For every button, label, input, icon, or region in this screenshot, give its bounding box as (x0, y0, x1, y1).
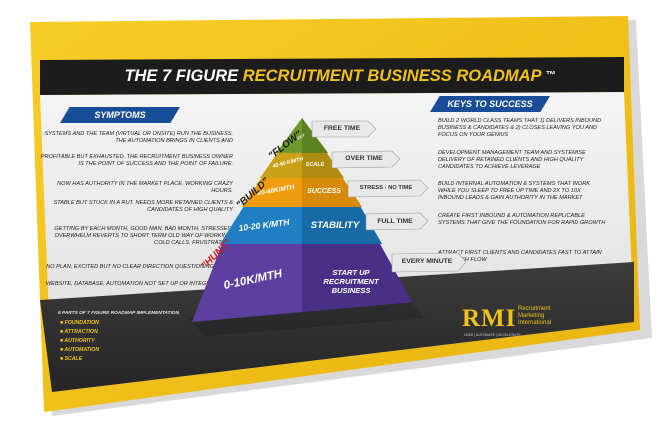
logo-line-3: International (518, 320, 552, 326)
time-label-full: FULL TIME (377, 218, 413, 225)
trademark-mark: ™ (545, 70, 556, 81)
implementation-authority: AUTHORITY (64, 338, 95, 344)
time-arrow-5 (391, 252, 467, 273)
logo-line-1: Recruitment (518, 306, 551, 312)
tier-startup-stage: START UP RECRUITMENT BUSINESS (323, 268, 379, 295)
tier-stability-side (302, 206, 382, 244)
title-prefix: THE 7 FIGURE (124, 67, 239, 85)
time-label-over: OVER TIME (345, 155, 383, 162)
key-3: BUILD INTERNAL AUTOMATION & SYSTEMS THAT… (438, 181, 590, 201)
time-arrow-3 (347, 179, 429, 198)
symptom-1: SYSTEMS AND THE TEAM (VIRTUAL OR ONSITE)… (44, 131, 233, 144)
rmi-logo: RMI Recruitment Marketing International … (462, 305, 582, 337)
implementation-foundation: FOUNDATION (64, 320, 99, 326)
time-label-stress: STRESS - NO TIME (359, 185, 413, 191)
symptom-5: GETTING BY EACH MONTH, GOOD MAN, BAD MON… (54, 226, 233, 246)
logo-words: Recruitment Marketing International (518, 306, 551, 327)
symptom-3: NOW HAS AUTHORITY IN THE MARKET PLACE. W… (57, 181, 233, 194)
implementation-scale: SCALE (64, 356, 83, 362)
keys-tag: KEYS TO SUCCESS (430, 96, 550, 112)
time-label-free: FREE TIME (323, 125, 361, 132)
implementation-attraction: ATTRACTION (64, 329, 98, 335)
implementation-item: ■ AUTHORITY (60, 338, 95, 344)
logo-tagline: LEAD | AUTOMATE | ACCELERATE (464, 333, 521, 337)
pyramid-shadow (188, 300, 425, 336)
logo-line-2: Marketing (518, 313, 545, 319)
implementation-item: ■ SCALE (60, 356, 83, 362)
implementation-heading: 5 PARTS OF 7 FIGURE ROADMAP IMPLEMENTATI… (58, 311, 179, 316)
time-arrow-2 (331, 150, 401, 169)
time-arrow-1 (311, 120, 377, 138)
implementation-item: ■ FOUNDATION (60, 320, 99, 326)
tier-startup-side (302, 244, 412, 312)
key-2: DEVELOPMENT MANAGEMENT TEAM AND SYSTEMIS… (438, 150, 586, 170)
implementation-item: ■ AUTOMATION (60, 347, 100, 353)
symptom-6: NO PLAN, EXCITED BUT NO CLEAR DIRECTION … (46, 264, 233, 270)
logo-mark: RMI (462, 305, 517, 332)
key-1: BUILD 2 WORLD CLASS TEAMS THAT 1) DELIVE… (438, 118, 602, 138)
symptom-2: PROFITABLE BUT EXHAUSTED. THE RECRUITMEN… (40, 154, 233, 167)
implementation-item: ■ ATTRACTION (60, 329, 98, 335)
tier-success-side (302, 177, 362, 207)
key-4: CREATE FIRST INBOUND & AUTOMATION REPLIC… (438, 213, 606, 226)
tier-stability-stage: STABILITY (310, 220, 360, 231)
time-arrow-4 (365, 212, 429, 231)
symptoms-tag: SYMPTOMS (60, 107, 180, 123)
implementation-automation: AUTOMATION (64, 347, 100, 353)
title-highlight: RECRUITMENT BUSINESS ROADMAP (242, 67, 541, 85)
page-title: THE 7 FIGURE RECRUITMENT BUSINESS ROADMA… (90, 64, 590, 88)
symptom-4: STABLE BUT STUCK IN A RUT. NEEDS MORE RE… (53, 200, 233, 213)
tier-scale-stage: SCALE (305, 162, 325, 168)
tier-scale-side (302, 152, 344, 178)
time-label-every: EVERY MINUTE (401, 258, 453, 265)
tier-success-stage: SUCCESS (307, 188, 341, 195)
